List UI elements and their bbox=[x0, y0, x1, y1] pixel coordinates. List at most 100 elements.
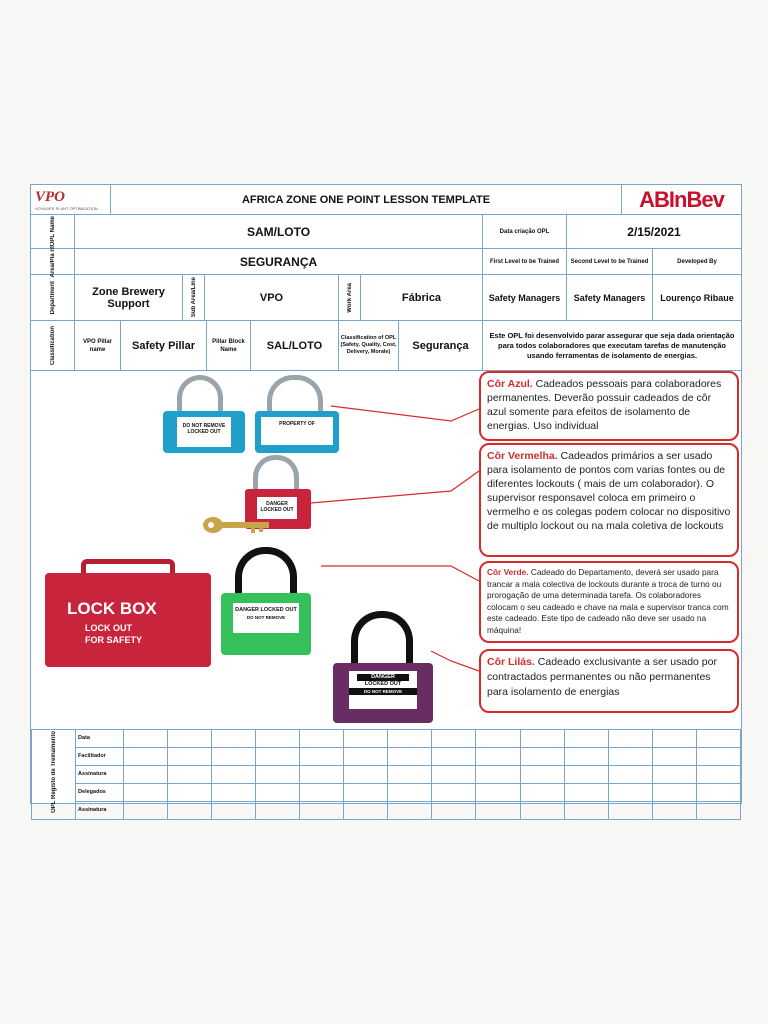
log-entry-cell[interactable] bbox=[475, 764, 521, 784]
log-entry-cell[interactable] bbox=[343, 764, 389, 784]
log-entry-cell[interactable] bbox=[167, 800, 213, 820]
log-entry-cell[interactable] bbox=[607, 729, 653, 748]
department-label: Department bbox=[49, 280, 56, 315]
log-entry-cell[interactable] bbox=[475, 800, 521, 820]
log-entry-cell[interactable] bbox=[387, 729, 433, 748]
log-entry-cell[interactable] bbox=[255, 729, 301, 748]
log-entry-cell[interactable] bbox=[123, 782, 169, 802]
log-entry-cell[interactable] bbox=[211, 800, 257, 820]
log-side-label: OPL Registo de Treinamento bbox=[50, 731, 57, 813]
pillar-value: Safety Pillar bbox=[121, 321, 207, 370]
log-entry-cell[interactable] bbox=[167, 764, 213, 784]
log-row: Assinatura bbox=[32, 800, 742, 820]
log-entry-cell[interactable] bbox=[651, 782, 697, 802]
log-entry-cell[interactable] bbox=[475, 729, 521, 748]
log-entry-cell[interactable] bbox=[299, 746, 345, 766]
log-entry-cell[interactable] bbox=[123, 764, 169, 784]
log-entry-cell[interactable] bbox=[299, 729, 345, 748]
padlock-shackle bbox=[351, 611, 413, 671]
lock-box-line2: FOR SAFETY bbox=[85, 635, 143, 645]
area-row: Area/Pla nt SEGURANÇA First Level to be … bbox=[31, 245, 741, 278]
sub-area-value: VPO bbox=[205, 275, 339, 320]
log-entry-cell[interactable] bbox=[651, 800, 697, 820]
padlock-shackle bbox=[267, 375, 323, 417]
log-entry-cell[interactable] bbox=[563, 782, 609, 802]
log-entry-cell[interactable] bbox=[475, 782, 521, 802]
connector-blue bbox=[330, 405, 480, 422]
log-entry-cell[interactable] bbox=[695, 782, 742, 802]
log-entry-cell[interactable] bbox=[343, 746, 389, 766]
log-entry-cell[interactable] bbox=[519, 729, 565, 748]
area-label: Area/Pla nt bbox=[49, 245, 56, 278]
log-entry-cell[interactable] bbox=[387, 764, 433, 784]
log-entry-cell[interactable] bbox=[123, 729, 169, 748]
log-entry-cell[interactable] bbox=[431, 746, 477, 766]
padlock-tag-sub: DO NOT REMOVE bbox=[349, 688, 417, 695]
log-entry-cell[interactable] bbox=[651, 729, 697, 748]
log-entry-cell[interactable] bbox=[211, 764, 257, 784]
log-entry-cell[interactable] bbox=[431, 764, 477, 784]
opl-classification-label: Classification of OPL (Safety, Quality, … bbox=[339, 321, 399, 370]
log-entry-cell[interactable] bbox=[563, 729, 609, 748]
padlock-tag: DO NOT REMOVE LOCKED OUT bbox=[177, 417, 231, 447]
log-entry-cell[interactable] bbox=[167, 782, 213, 802]
log-entry-cell[interactable] bbox=[519, 764, 565, 784]
log-entry-cell[interactable] bbox=[431, 782, 477, 802]
log-entry-cell[interactable] bbox=[123, 746, 169, 766]
log-entry-cell[interactable] bbox=[519, 746, 565, 766]
log-entry-cell[interactable] bbox=[519, 782, 565, 802]
log-row-label: Facilitador bbox=[75, 746, 125, 766]
log-entry-cell[interactable] bbox=[563, 800, 609, 820]
log-entry-cell[interactable] bbox=[607, 782, 653, 802]
log-entry-cell[interactable] bbox=[695, 729, 742, 748]
log-entry-cell[interactable] bbox=[299, 764, 345, 784]
department-value: Zone Brewery Support bbox=[75, 275, 183, 320]
log-entry-cell[interactable] bbox=[255, 782, 301, 802]
work-area-value: Fábrica bbox=[361, 275, 483, 320]
log-entry-cell[interactable] bbox=[211, 729, 257, 748]
log-entry-cell[interactable] bbox=[123, 800, 169, 820]
purple-padlock: DANGER LOCKED OUT DO NOT REMOVE bbox=[333, 611, 433, 723]
log-entry-cell[interactable] bbox=[387, 800, 433, 820]
log-entry-cell[interactable] bbox=[167, 729, 213, 748]
log-entry-cell[interactable] bbox=[475, 746, 521, 766]
log-entry-cell[interactable] bbox=[255, 800, 301, 820]
department-label-cell: Department bbox=[31, 275, 75, 320]
log-entry-cell[interactable] bbox=[607, 746, 653, 766]
padlock-shackle bbox=[177, 375, 223, 417]
padlock-tag: PROPERTY OF bbox=[261, 417, 333, 445]
log-entry-cell[interactable] bbox=[607, 764, 653, 784]
lock-box: LOCK BOX LOCK OUT FOR SAFETY bbox=[45, 559, 211, 667]
callout-green-text: Cadeado do Departamento, deverá ser usad… bbox=[487, 567, 729, 635]
log-entry-cell[interactable] bbox=[695, 800, 742, 820]
log-entry-cell[interactable] bbox=[563, 764, 609, 784]
opl-sheet: VPO VOYAGER PLANT OPTIMIZATION AFRICA ZO… bbox=[30, 184, 742, 820]
log-entry-cell[interactable] bbox=[255, 746, 301, 766]
log-entry-cell[interactable] bbox=[211, 746, 257, 766]
log-entry-cell[interactable] bbox=[299, 800, 345, 820]
log-entry-cell[interactable] bbox=[343, 800, 389, 820]
log-entry-cell[interactable] bbox=[387, 746, 433, 766]
log-entry-cell[interactable] bbox=[695, 746, 742, 766]
log-entry-cell[interactable] bbox=[211, 782, 257, 802]
log-entry-cell[interactable] bbox=[431, 729, 477, 748]
log-entry-cell[interactable] bbox=[651, 764, 697, 784]
log-entry-cell[interactable] bbox=[255, 764, 301, 784]
opl-name-row: OPL Name SAM/LOTO Data criação OPL 2/15/… bbox=[31, 215, 741, 249]
log-entry-cell[interactable] bbox=[299, 782, 345, 802]
connector-green bbox=[321, 565, 480, 582]
opl-name-label-cell: OPL Name bbox=[31, 215, 75, 248]
red-padlock: DANGER LOCKED OUT bbox=[201, 455, 313, 541]
log-row: Facilitador bbox=[32, 746, 742, 766]
callout-purple-text: Cadeado exclusivante a ser usado por con… bbox=[487, 656, 717, 698]
log-entry-cell[interactable] bbox=[431, 800, 477, 820]
log-entry-cell[interactable] bbox=[695, 764, 742, 784]
log-entry-cell[interactable] bbox=[519, 800, 565, 820]
log-entry-cell[interactable] bbox=[387, 782, 433, 802]
log-entry-cell[interactable] bbox=[343, 729, 389, 748]
log-entry-cell[interactable] bbox=[343, 782, 389, 802]
log-entry-cell[interactable] bbox=[607, 800, 653, 820]
log-entry-cell[interactable] bbox=[563, 746, 609, 766]
log-entry-cell[interactable] bbox=[167, 746, 213, 766]
log-entry-cell[interactable] bbox=[651, 746, 697, 766]
